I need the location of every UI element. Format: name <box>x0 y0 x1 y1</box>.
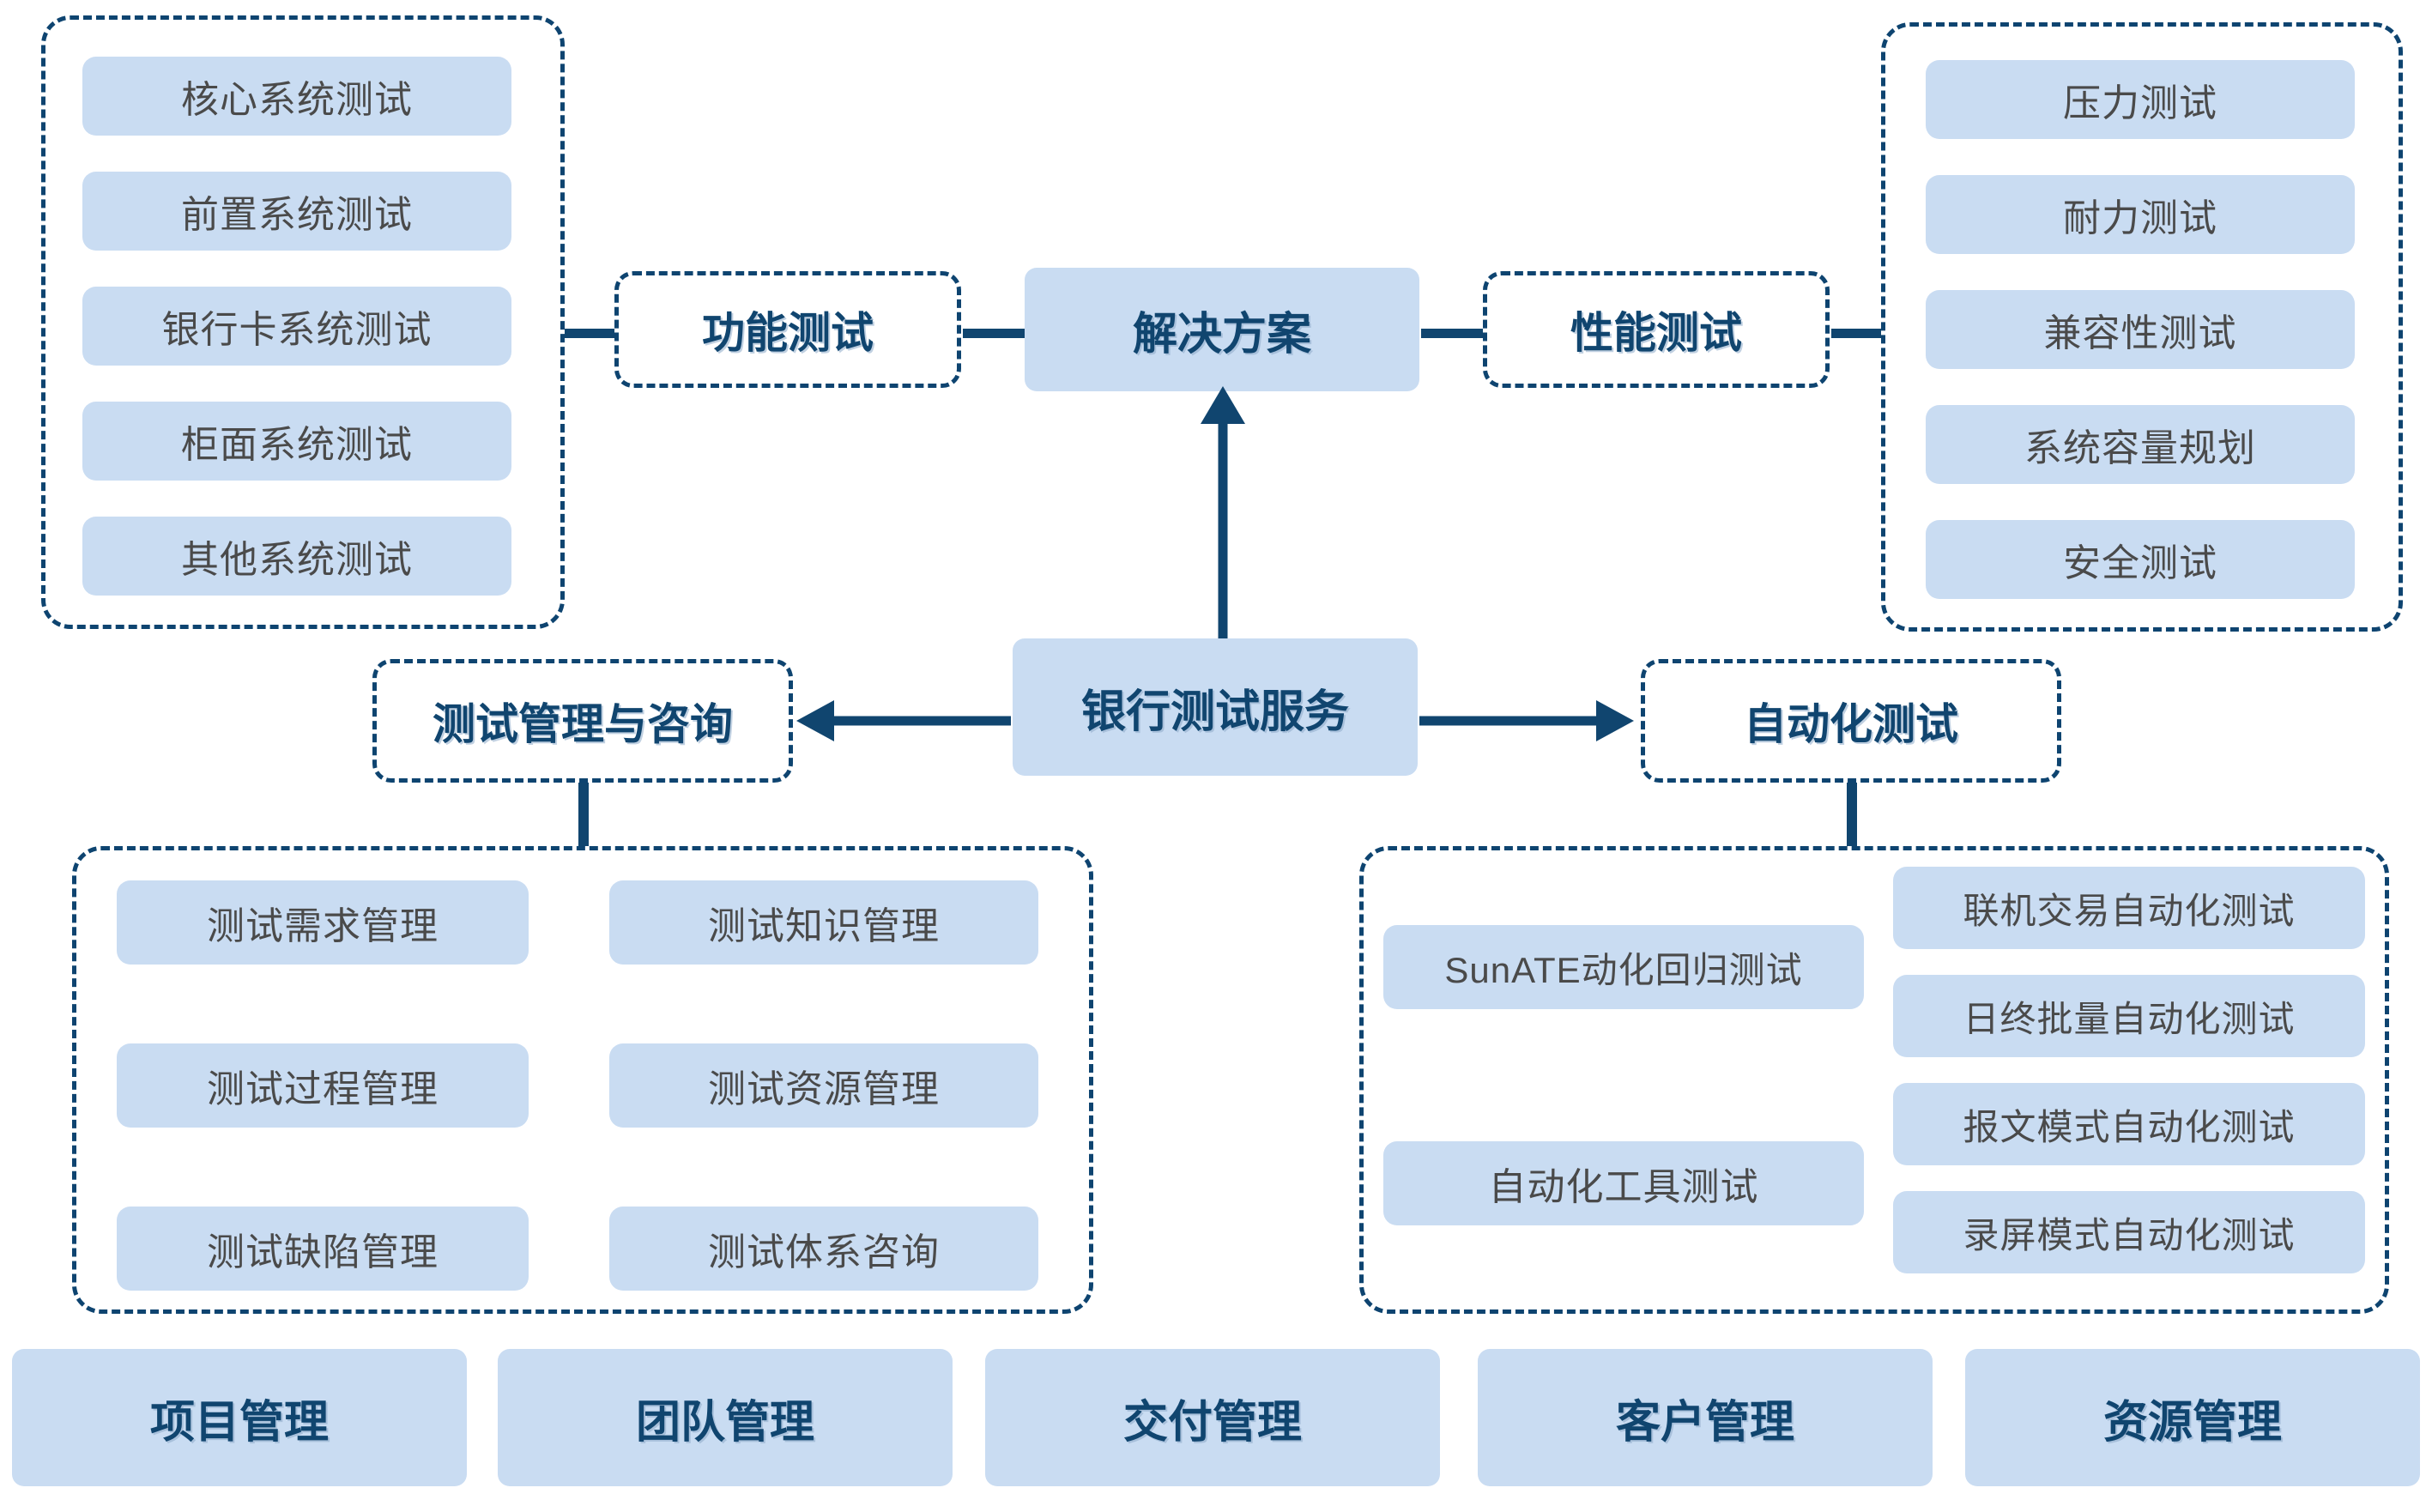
node-automation-testing[interactable]: 自动化测试 <box>1641 659 2061 783</box>
automation-item-left-1[interactable]: 自动化工具测试 <box>1383 1141 1864 1225</box>
management-item-right-1[interactable]: 测试资源管理 <box>609 1043 1038 1128</box>
footer-item-0[interactable]: 项目管理 <box>12 1349 467 1486</box>
test-management-group <box>72 846 1093 1314</box>
management-item-left-1[interactable]: 测试过程管理 <box>117 1043 529 1128</box>
performance-testing-group <box>1881 22 2403 632</box>
management-item-right-2[interactable]: 测试体系咨询 <box>609 1207 1038 1291</box>
functional-item-0[interactable]: 核心系统测试 <box>82 57 511 136</box>
functional-item-2[interactable]: 银行卡系统测试 <box>82 287 511 366</box>
automation-item-right-0[interactable]: 联机交易自动化测试 <box>1893 867 2365 949</box>
footer-item-4[interactable]: 资源管理 <box>1965 1349 2420 1486</box>
arrow-hub-to-solution <box>1201 386 1245 640</box>
automation-item-right-1[interactable]: 日终批量自动化测试 <box>1893 975 2365 1057</box>
node-test-management-consulting[interactable]: 测试管理与咨询 <box>372 659 793 783</box>
footer-item-1[interactable]: 团队管理 <box>498 1349 953 1486</box>
performance-item-0[interactable]: 压力测试 <box>1926 60 2355 139</box>
connector-automation-down <box>1847 783 1857 846</box>
node-functional-testing[interactable]: 功能测试 <box>614 271 961 388</box>
performance-item-3[interactable]: 系统容量规划 <box>1926 405 2355 484</box>
arrow-hub-to-automation <box>1419 700 1634 741</box>
automation-item-right-2[interactable]: 报文模式自动化测试 <box>1893 1083 2365 1165</box>
connector-functional-to-solution <box>963 329 1025 338</box>
node-performance-testing[interactable]: 性能测试 <box>1483 271 1830 388</box>
functional-testing-group <box>41 15 565 629</box>
node-bank-testing-service[interactable]: 银行测试服务 <box>1013 638 1418 776</box>
automation-testing-group <box>1359 846 2389 1314</box>
arrow-hub-to-management <box>796 700 1011 741</box>
connector-functional-group <box>565 329 614 338</box>
functional-item-1[interactable]: 前置系统测试 <box>82 172 511 251</box>
automation-item-left-0[interactable]: SunATE动化回归测试 <box>1383 925 1864 1009</box>
automation-item-right-3[interactable]: 录屏模式自动化测试 <box>1893 1191 2365 1273</box>
performance-item-1[interactable]: 耐力测试 <box>1926 175 2355 254</box>
performance-item-4[interactable]: 安全测试 <box>1926 520 2355 599</box>
management-item-left-0[interactable]: 测试需求管理 <box>117 880 529 965</box>
performance-item-2[interactable]: 兼容性测试 <box>1926 290 2355 369</box>
connector-management-down <box>578 783 589 846</box>
footer-item-3[interactable]: 客户管理 <box>1478 1349 1933 1486</box>
footer-item-2[interactable]: 交付管理 <box>985 1349 1440 1486</box>
functional-item-4[interactable]: 其他系统测试 <box>82 517 511 596</box>
management-item-right-0[interactable]: 测试知识管理 <box>609 880 1038 965</box>
connector-performance-group <box>1831 329 1881 338</box>
connector-solution-to-performance <box>1421 329 1483 338</box>
functional-item-3[interactable]: 柜面系统测试 <box>82 402 511 481</box>
node-solution[interactable]: 解决方案 <box>1025 268 1419 391</box>
management-item-left-2[interactable]: 测试缺陷管理 <box>117 1207 529 1291</box>
